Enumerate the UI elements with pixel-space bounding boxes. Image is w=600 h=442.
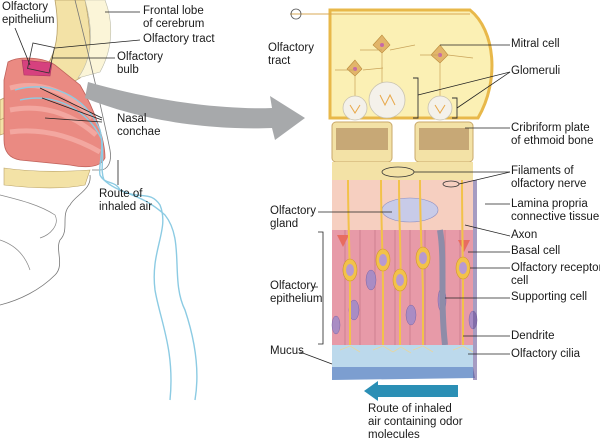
label-cribriform-plate: Cribriform plate of ethmoid bone <box>511 122 594 147</box>
label-mucus: Mucus <box>270 345 304 357</box>
label-dendrite: Dendrite <box>511 330 555 342</box>
cribriform-plate <box>331 121 474 180</box>
nose-outline <box>74 0 111 171</box>
label-lamina-propria: Lamina propria connective tissue <box>511 198 600 223</box>
right-leader-lines <box>299 44 511 365</box>
label-route-inhaled-air: Route of inhaled air <box>99 188 153 213</box>
odor-route-arrow <box>364 381 458 401</box>
label-olfactory-epithelium-right: Olfactory epithelium <box>270 280 323 305</box>
label-olfactory-tract-left: Olfactory tract <box>143 33 215 45</box>
mucus-layer <box>332 345 475 380</box>
zoom-arrow <box>85 82 305 140</box>
left-leader-lines <box>14 11 141 185</box>
olfactory-epithelium-region <box>21 59 53 77</box>
label-olfactory-bulb: Olfactory bulb <box>117 51 164 76</box>
label-nasal-conchae: Nasal conchae <box>117 113 161 138</box>
label-frontal-lobe: Frontal lobe of cerebrum <box>143 5 205 30</box>
label-filaments: Filaments of olfactory nerve <box>511 165 587 190</box>
olfactory-bulb-enlarged <box>290 8 494 121</box>
hard-palate <box>3 167 91 189</box>
label-mitral-cell: Mitral cell <box>511 38 560 50</box>
label-olfactory-epithelium-left: Olfactory epithelium <box>2 1 55 26</box>
olfactory-gland <box>381 197 439 223</box>
olfactory-bulb-highlight <box>27 42 55 74</box>
epithelium-layer <box>331 179 478 346</box>
label-olfactory-receptor-cell: Olfactory receptor cell <box>511 262 600 287</box>
label-basal-cell: Basal cell <box>511 245 561 257</box>
label-axon: Axon <box>511 229 538 241</box>
olfactory-receptor-neurons <box>347 179 464 345</box>
face-outline <box>0 174 91 306</box>
label-supporting-cell: Supporting cell <box>511 291 588 303</box>
label-olfactory-cilia: Olfactory cilia <box>511 348 581 360</box>
label-olfactory-tract-right: Olfactory tract <box>268 42 315 67</box>
label-olfactory-gland: Olfactory gland <box>270 205 317 230</box>
frontal-lobe <box>77 0 112 79</box>
label-glomeruli: Glomeruli <box>511 65 561 77</box>
label-route-odor: Route of inhaled air containing odor mol… <box>368 403 463 441</box>
